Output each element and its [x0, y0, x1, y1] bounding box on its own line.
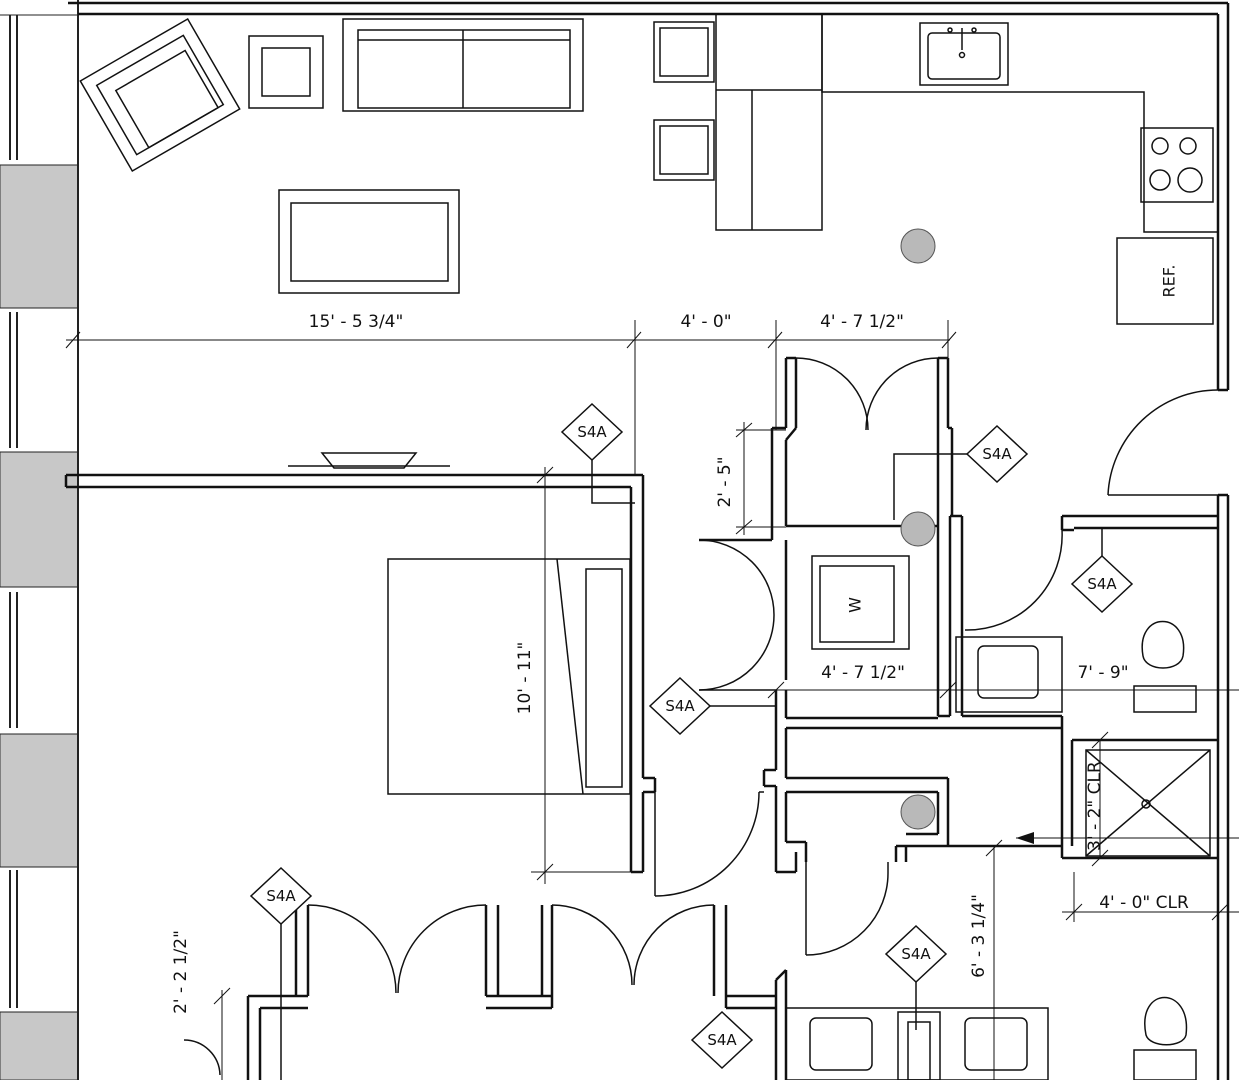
range [1140, 127, 1214, 203]
dim-bath-width: 7' - 9" [1077, 663, 1128, 683]
walls [64, 1, 1230, 1080]
section-tag: S4A [577, 423, 607, 441]
section-tags [249, 402, 1134, 1080]
dim-closet2-depth: 2' - 2 1/2" [171, 930, 191, 1014]
dim-bath2-depth: 6' - 3 1/4" [969, 894, 989, 978]
coffee-table [278, 189, 460, 294]
section-arrow-icon [1016, 832, 1034, 844]
dimension-lines [65, 320, 1239, 1080]
section-tag: S4A [901, 945, 931, 963]
bar-stools [653, 21, 715, 181]
refrigerator [1116, 237, 1214, 325]
television [288, 452, 450, 469]
section-tag: S4A [1087, 575, 1117, 593]
dim-hall-width: 4' - 0" [680, 312, 731, 332]
dim-shower-depth: 3' - 2" CLR [1085, 761, 1105, 851]
armchair [79, 17, 241, 173]
exterior-window-wall [0, 0, 79, 1080]
washer [811, 555, 910, 650]
dim-shower-width: 4' - 0" CLR [1099, 893, 1189, 913]
washer-label: W [846, 597, 865, 613]
bed [387, 558, 631, 795]
dim-closet-depth: 2' - 5" [715, 456, 735, 507]
doors [183, 357, 1219, 1076]
section-tag: S4A [266, 887, 296, 905]
sofa [342, 18, 584, 112]
section-tag: S4A [982, 445, 1012, 463]
section-tag: S4A [707, 1031, 737, 1049]
section-tag: S4A [665, 697, 695, 715]
dim-laundry-width: 4' - 7 1/2" [821, 663, 905, 683]
dim-living-width: 15' - 5 3/4" [309, 312, 404, 332]
side-table [248, 35, 324, 109]
kitchen-counter [715, 13, 1218, 233]
refrigerator-label: REF. [1160, 265, 1179, 298]
dim-closet-width-top: 4' - 7 1/2" [820, 312, 904, 332]
columns [900, 228, 936, 830]
dim-bedroom-depth: 10' - 11" [515, 642, 535, 715]
